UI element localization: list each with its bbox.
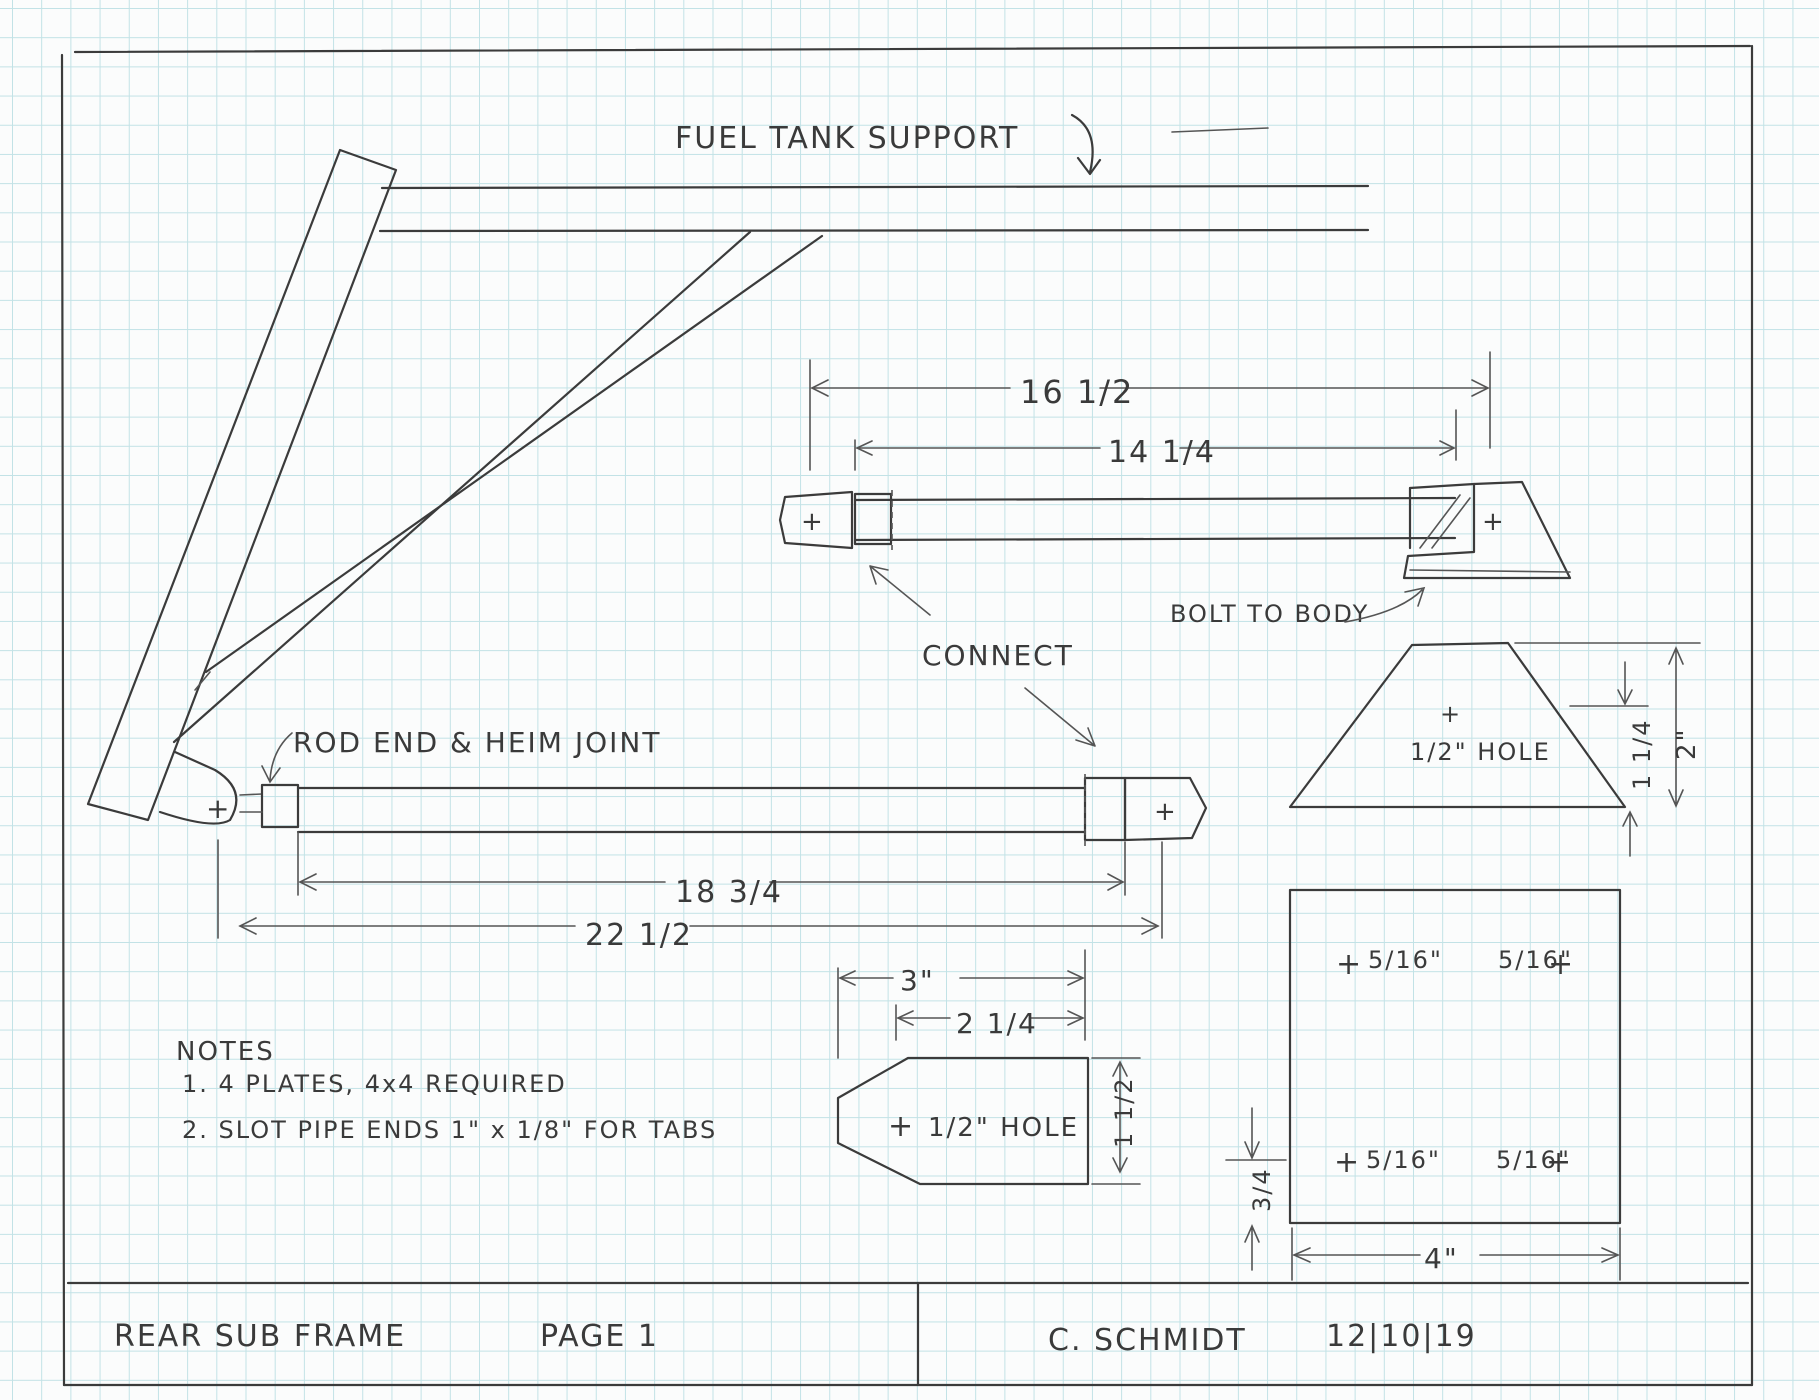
plate-hole-label-bl: 5/16" — [1366, 1146, 1441, 1174]
notes-block: NOTES 1. 4 PLATES, 4x4 REQUIRED 2. SLOT … — [176, 1037, 717, 1144]
plate-hole-mark-tl: + — [1336, 947, 1363, 982]
sheet-border — [60, 44, 1754, 1387]
title-underline-mark — [1171, 127, 1269, 133]
gusset-hole-mark: + — [1440, 700, 1462, 728]
dim-tab-slot: 2 1/4 — [956, 1007, 1038, 1040]
plate-hole-label-tr: 5/16" — [1498, 946, 1573, 974]
note-item-2: 2. SLOT PIPE ENDS 1" x 1/8" FOR TABS — [182, 1116, 717, 1144]
dim-tab-height: 1 1/2 — [1110, 1076, 1138, 1148]
bolt-to-body-arrow — [1344, 586, 1426, 623]
rod-end-arrow — [261, 732, 293, 784]
title-arrow — [1070, 113, 1102, 176]
dim-plate-width: 4" — [1424, 1242, 1459, 1275]
title-block-page: PAGE 1 — [540, 1319, 659, 1354]
dim-gusset-hole: 1 1/4 — [1628, 718, 1656, 790]
title-block: REAR SUB FRAME PAGE 1 C. SCHMIDT 12|10|1… — [114, 1319, 1477, 1358]
notes-heading: NOTES — [176, 1037, 275, 1067]
note-item-1: 1. 4 PLATES, 4x4 REQUIRED — [182, 1070, 567, 1098]
dim-bottom-inner: 18 3/4 — [675, 875, 783, 910]
dim-plate-edge: 3/4 — [1248, 1167, 1276, 1212]
tab-hole-label: 1/2" HOLE — [928, 1113, 1079, 1143]
plate-hole-label-br: 5/16" — [1496, 1146, 1571, 1174]
bottom-link-assembly: + + 18 3/4 22 1/2 — [158, 750, 1208, 953]
mounting-tab: 3" 2 1/4 + 1/2" HOLE 1 1/2 — [836, 949, 1141, 1186]
label-rod-end: ROD END & HEIM JOINT — [293, 726, 661, 759]
top-right-hole-mark: + — [1482, 507, 1506, 537]
plate-hole-label-tl: 5/16" — [1368, 946, 1443, 974]
bottom-right-hole-mark: + — [1154, 797, 1178, 827]
plate-hole-mark-bl: + — [1334, 1145, 1361, 1180]
top-link-assembly: 16 1/2 14 1/4 + + — [778, 351, 1572, 580]
connect-arrow-top — [869, 565, 931, 616]
plate-hole-mark-br: + — [1546, 1145, 1573, 1180]
gusset-hole-label: 1/2" HOLE — [1410, 738, 1551, 766]
dim-top-inner: 14 1/4 — [1108, 435, 1216, 470]
tab-hole-mark: + — [888, 1109, 915, 1144]
title-block-author: C. SCHMIDT — [1048, 1323, 1247, 1358]
title-block-date: 12|10|19 — [1326, 1319, 1477, 1354]
gusset-plate: + 1/2" HOLE 1 1/4 2" — [1288, 641, 1702, 857]
label-connect: CONNECT — [922, 639, 1074, 672]
connect-arrow-bottom — [1024, 687, 1096, 747]
drawing-title: FUEL TANK SUPPORT — [675, 121, 1019, 156]
plate-hole-mark-tr: + — [1548, 947, 1575, 982]
title-block-drawing-name: REAR SUB FRAME — [114, 1319, 406, 1354]
fuel-tank-support-frame — [86, 148, 1370, 822]
dim-top-overall: 16 1/2 — [1020, 373, 1134, 411]
label-bolt-to-body: BOLT TO BODY — [1170, 600, 1369, 628]
square-plate: + 5/16" 5/16" + + 5/16" 5/16" + 3/4 4" — [1225, 888, 1622, 1281]
bottom-left-hole-mark: + — [206, 792, 231, 825]
dim-gusset-height: 2" — [1672, 727, 1702, 760]
top-left-hole-mark: + — [801, 507, 825, 537]
dim-tab-length: 3" — [900, 964, 935, 997]
dim-bottom-overall: 22 1/2 — [585, 918, 693, 953]
